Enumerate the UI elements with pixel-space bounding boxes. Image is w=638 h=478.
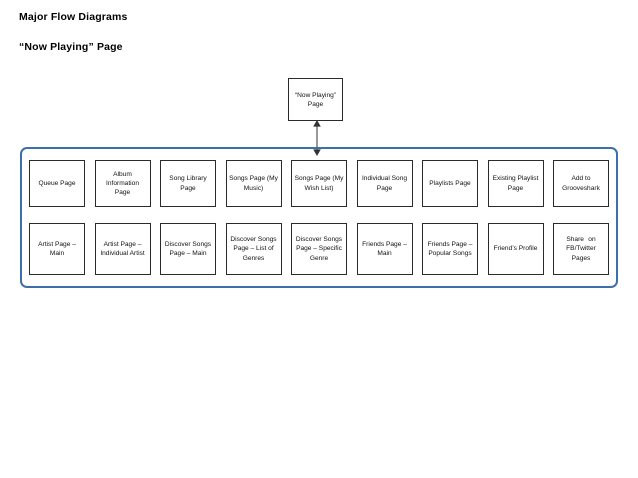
section-title: “Now Playing” Page — [19, 41, 123, 53]
node-label: Discover Songs Page – List of Genres — [230, 236, 277, 262]
node-label: Queue Page — [38, 179, 76, 187]
node-album-information-page[interactable]: Album Information Page — [94, 160, 151, 207]
node-label: Artist Page – Main — [38, 240, 76, 257]
node-label: Friend’s Profile — [493, 245, 538, 253]
node-discover-songs-page-list-of-genres[interactable]: Discover Songs Page – List of Genres — [225, 223, 282, 275]
node-label: Artist Page – Individual Artist — [100, 240, 145, 257]
node-friends-page-popular-songs[interactable]: Friends Page – Popular Songs — [422, 223, 478, 275]
node-queue-page[interactable]: Queue Page — [29, 160, 85, 207]
now-playing-related-pages-group: Queue Page Album Information Page Song L… — [20, 147, 618, 288]
node-label: Songs Page (My Wish List) — [294, 175, 344, 192]
node-label: Songs Page (My Music) — [229, 175, 278, 192]
node-existing-playlist-page[interactable]: Existing Playlist Page — [487, 160, 544, 207]
node-row-1: Queue Page Album Information Page Song L… — [29, 160, 609, 207]
node-individual-song-page[interactable]: Individual Song Page — [356, 160, 413, 207]
node-artist-page-individual-artist[interactable]: Artist Page – Individual Artist — [94, 223, 151, 275]
node-label: Add to Grooveshark — [562, 175, 600, 192]
node-discover-songs-page-specific-genre[interactable]: Discover Songs Page – Specific Genre — [291, 223, 347, 275]
node-playlists-page[interactable]: Playlists Page — [422, 160, 478, 207]
node-song-library-page[interactable]: Song Library Page — [160, 160, 216, 207]
node-label: Discover Songs Page – Specific Genre — [295, 236, 343, 262]
node-rows: Queue Page Album Information Page Song L… — [22, 149, 616, 286]
node-songs-page-my-wish-list[interactable]: Songs Page (My Wish List) — [291, 160, 347, 207]
page-title: Major Flow Diagrams — [19, 11, 128, 23]
node-add-to-grooveshark[interactable]: Add to Grooveshark — [553, 160, 609, 207]
node-share-on-fb-twitter-pages[interactable]: Share on FB/Twitter Pages — [553, 223, 609, 275]
node-label: Song Library Page — [169, 175, 207, 192]
node-label: “Now Playing” Page — [294, 91, 337, 108]
node-now-playing-page[interactable]: “Now Playing” Page — [288, 78, 343, 121]
node-label: Individual Song Page — [361, 175, 408, 192]
node-label: Discover Songs Page – Main — [164, 240, 212, 257]
node-artist-page-main[interactable]: Artist Page – Main — [29, 223, 85, 275]
node-label: Friends Page – Main — [362, 240, 407, 257]
node-friends-profile[interactable]: Friend’s Profile — [487, 223, 544, 275]
node-label: Playlists Page — [429, 179, 471, 187]
node-label: Existing Playlist Page — [492, 175, 539, 192]
node-songs-page-my-music[interactable]: Songs Page (My Music) — [225, 160, 282, 207]
node-label: Share on FB/Twitter Pages — [566, 236, 596, 262]
node-label: Album Information Page — [106, 170, 139, 197]
node-friends-page-main[interactable]: Friends Page – Main — [356, 223, 413, 275]
node-row-2: Artist Page – Main Artist Page – Individ… — [29, 223, 609, 275]
node-label: Friends Page – Popular Songs — [427, 240, 473, 257]
double-headed-arrow-icon — [306, 120, 328, 156]
node-discover-songs-page-main[interactable]: Discover Songs Page – Main — [160, 223, 216, 275]
